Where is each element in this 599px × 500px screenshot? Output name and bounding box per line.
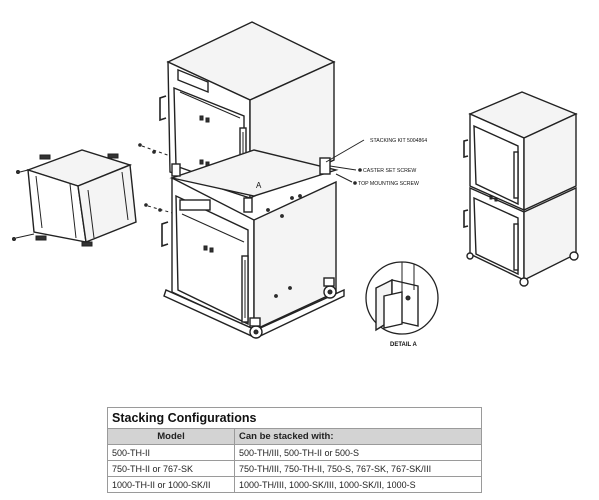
- header-stackable: Can be stacked with:: [234, 428, 482, 445]
- header-model: Model: [107, 428, 235, 445]
- row-stackable: 1000-TH/III, 1000-SK/III, 1000-SK/II, 10…: [234, 476, 482, 493]
- callout-leaders: [325, 139, 365, 185]
- detail-ref-letter: A: [256, 181, 262, 190]
- detail-a-label: DETAIL A: [390, 342, 418, 348]
- detail-a-circle: [365, 261, 439, 335]
- callout-stacking-kit: STACKING KIT 5004864: [370, 138, 427, 144]
- table-title: Stacking Configurations: [107, 407, 482, 429]
- stacked-cabinets-assembled: [463, 91, 579, 287]
- stacking-config-table: Stacking Configurations Model Can be sta…: [107, 407, 482, 493]
- row-stackable: 500-TH/III, 500-TH-II or 500-S: [234, 444, 482, 461]
- table-header-row: Model Can be stacked with:: [107, 428, 482, 445]
- row-model: 1000-TH-II or 1000-SK/II: [107, 476, 235, 493]
- callout-top-mounting-screw: TOP MOUNTING SCREW: [358, 181, 419, 187]
- row-model: 750-TH-II or 767-SK: [107, 460, 235, 477]
- table-row: 1000-TH-II or 1000-SK/II 1000-TH/III, 10…: [107, 476, 482, 493]
- stacking-diagram: A STACKING KIT 5004864 CASTER SET SCREW …: [12, 21, 579, 348]
- row-stackable: 750-TH/III, 750-TH-II, 750-S, 767-SK, 76…: [234, 460, 482, 477]
- callout-caster-set-screw: CASTER SET SCREW: [363, 168, 416, 174]
- table-row: 750-TH-II or 767-SK 750-TH/III, 750-TH-I…: [107, 460, 482, 477]
- row-model: 500-TH-II: [107, 444, 235, 461]
- stacking-kit-bracket: [12, 149, 137, 247]
- stacked-cabinets-main: [159, 21, 345, 339]
- table-row: 500-TH-II 500-TH/III, 500-TH-II or 500-S: [107, 444, 482, 461]
